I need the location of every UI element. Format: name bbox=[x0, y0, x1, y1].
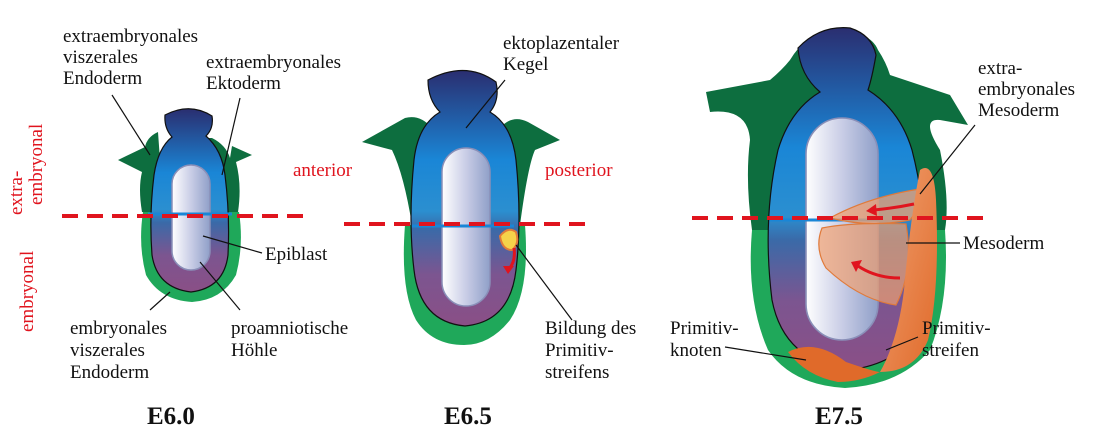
label-prim-streifen-1: Primitiv- bbox=[922, 318, 991, 339]
label-prim-knoten-1: Primitiv- bbox=[670, 318, 739, 339]
label-proamn-1: proamniotische bbox=[231, 318, 348, 339]
label-posterior: posterior bbox=[545, 160, 613, 181]
label-ekto-kegel-1: ektoplazentaler bbox=[503, 33, 620, 54]
side-label-embryonal: embryonal bbox=[17, 251, 38, 332]
svg-text:extra-: extra- bbox=[6, 171, 27, 215]
label-bildung-3: streifens bbox=[545, 362, 609, 383]
label-mesoderm: Mesoderm bbox=[963, 233, 1044, 254]
label-ekto-kegel-2: Kegel bbox=[503, 54, 548, 75]
label-ex-meso-2: embryonales bbox=[978, 79, 1075, 100]
label-emb-visc-endo-2: viszerales bbox=[70, 340, 145, 361]
label-ex-ekto-1: extraembryonales bbox=[206, 52, 341, 73]
label-ex-meso-3: Mesoderm bbox=[978, 100, 1059, 121]
stage-label-e6-5: E6.5 bbox=[444, 403, 492, 430]
label-ex-meso-1: extra- bbox=[978, 58, 1022, 79]
label-emb-visc-endo-1: embryonales bbox=[70, 318, 167, 339]
side-extra-line1: extra- bbox=[6, 171, 27, 215]
label-bildung-2: Primitiv- bbox=[545, 340, 614, 361]
label-prim-knoten-2: knoten bbox=[670, 340, 722, 361]
label-ex-visc-endo-3: Endoderm bbox=[63, 68, 142, 89]
stage-label-e7-5: E7.5 bbox=[815, 403, 863, 430]
label-prim-streifen-2: streifen bbox=[922, 340, 979, 361]
label-epiblast: Epiblast bbox=[265, 244, 328, 265]
label-ex-visc-endo-1: extraembryonales bbox=[63, 26, 198, 47]
side-extra-line2: embryonal bbox=[26, 124, 47, 205]
embryo-e6-0 bbox=[118, 109, 252, 302]
label-ex-ekto-2: Ektoderm bbox=[206, 73, 281, 94]
label-emb-visc-endo-3: Endoderm bbox=[70, 362, 149, 383]
label-ex-visc-endo-2: viszerales bbox=[63, 47, 138, 68]
label-bildung-1: Bildung des bbox=[545, 318, 636, 339]
label-anterior: anterior bbox=[293, 160, 353, 181]
side-label-extraembryonal: extra- embryonal bbox=[6, 124, 47, 215]
label-proamn-2: Höhle bbox=[231, 340, 277, 361]
svg-text:embryonal: embryonal bbox=[26, 124, 47, 205]
stage-label-e6-0: E6.0 bbox=[147, 403, 195, 430]
embryo-e6-5 bbox=[362, 70, 560, 345]
